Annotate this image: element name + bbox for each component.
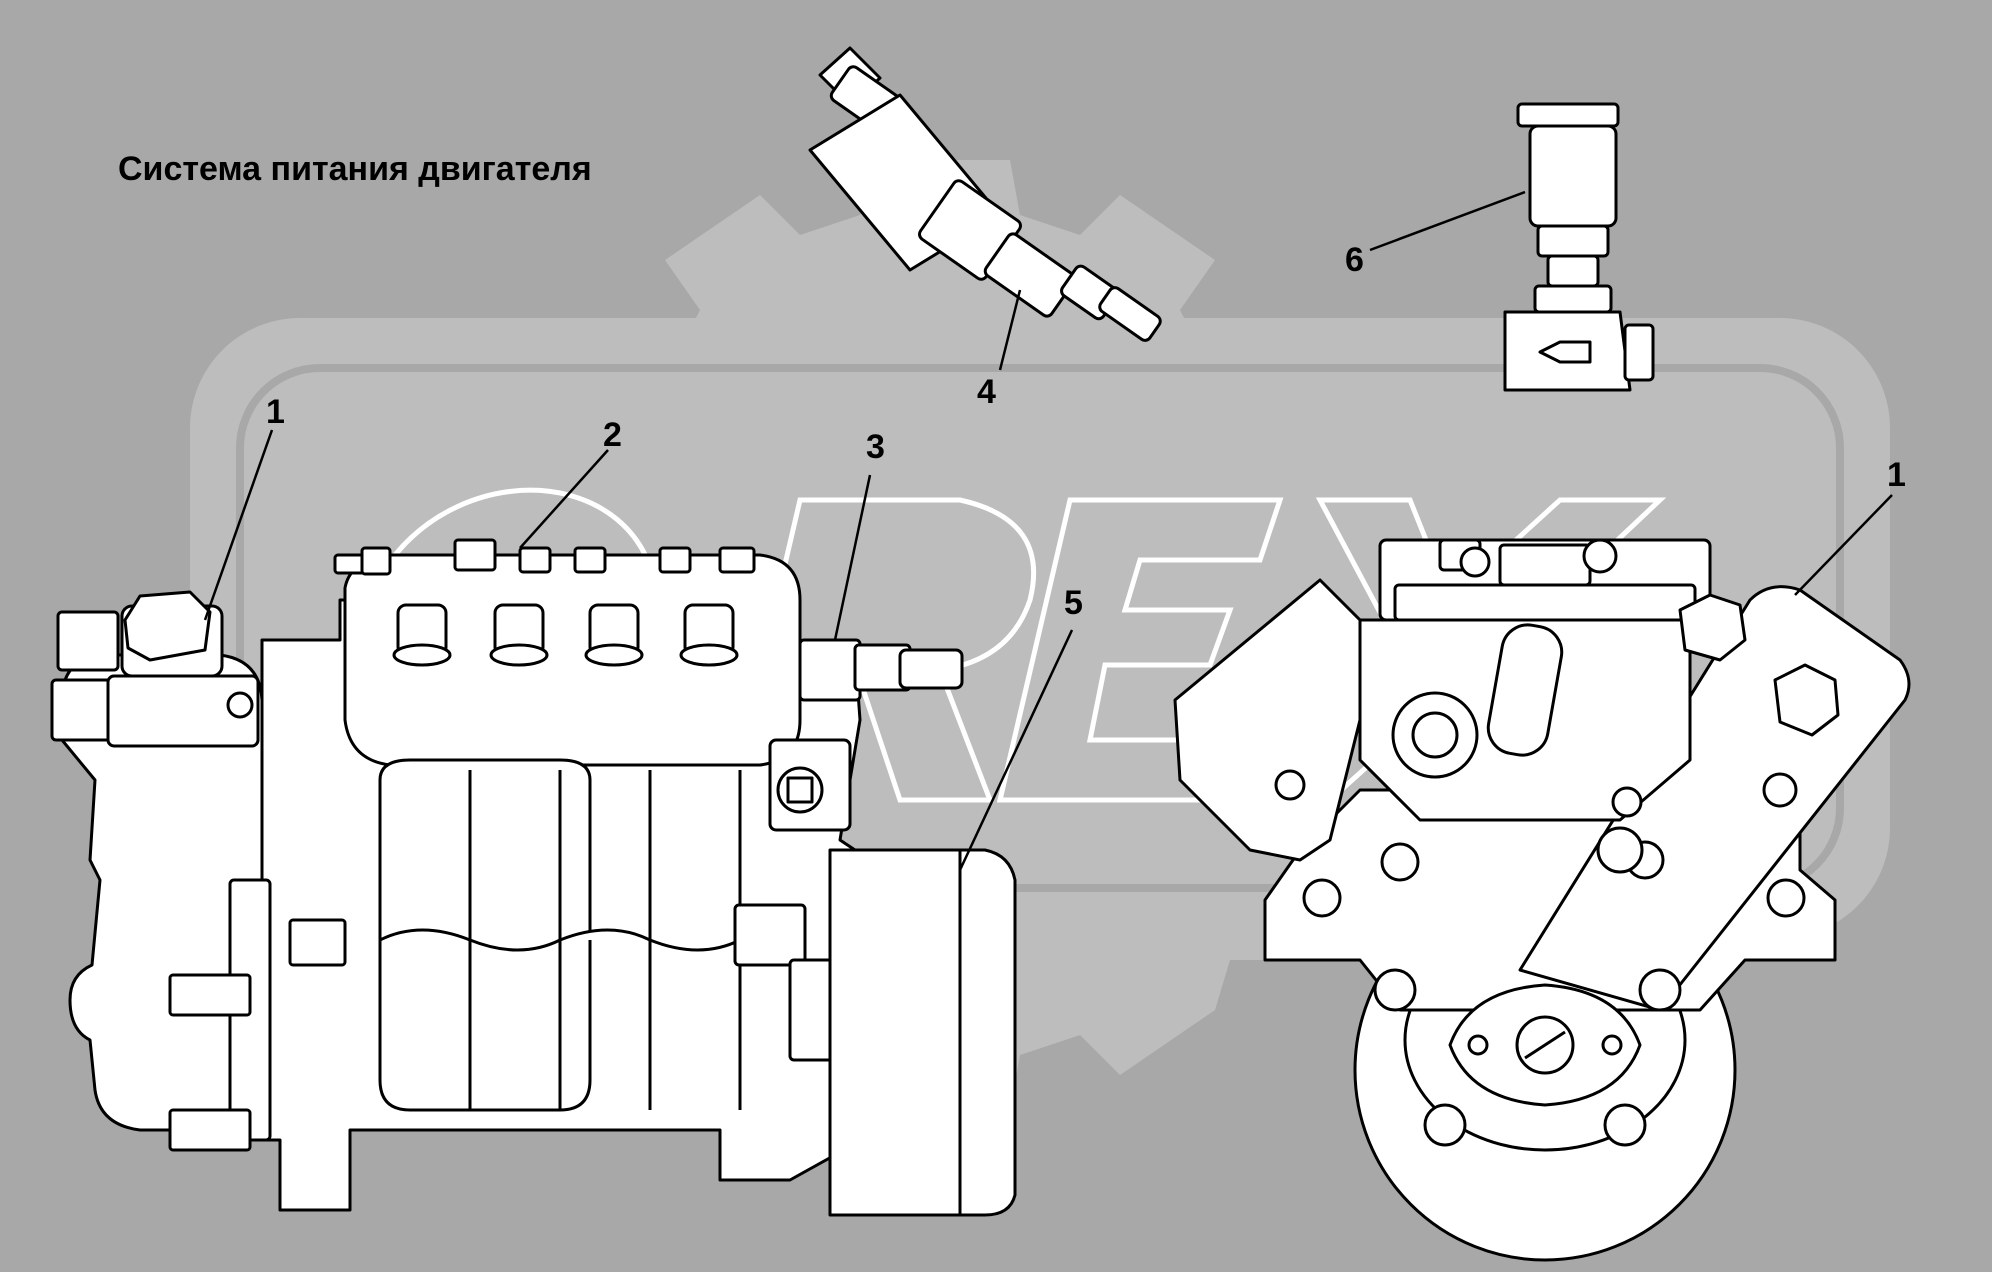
leader-6 [1369, 190, 1526, 252]
leader-3 [833, 474, 872, 641]
leader-5 [958, 629, 1074, 871]
drive-coupling [828, 848, 1017, 1217]
callout-4: 4 [977, 373, 996, 411]
callout-6: 6 [1345, 241, 1364, 279]
pump-left-bank [1173, 578, 1382, 862]
fuel-pump-side-view [50, 538, 1017, 1217]
callout-5: 5 [1064, 584, 1083, 622]
pump-rear-fitting [56, 610, 120, 672]
leader-1-left [203, 429, 274, 621]
fuel-pump-end-view [1173, 538, 1911, 1262]
leader-2 [519, 449, 609, 549]
pump-inlet-nozzle [898, 648, 964, 690]
pump-cam-housing [378, 758, 742, 1112]
callout-1-right: 1 [1887, 456, 1906, 494]
plunger-caps [392, 603, 739, 667]
valve-cap [1528, 124, 1618, 228]
pump-hex-cap [123, 590, 212, 662]
callout-1-left: 1 [266, 393, 285, 431]
leader-4 [998, 289, 1022, 371]
delivery-valve-fittings [333, 538, 756, 576]
pump-end-bolts [1274, 769, 1806, 1147]
pump-filter-cylinder [1486, 623, 1564, 757]
fuel-injector [808, 46, 1162, 342]
leader-1-right [1794, 494, 1893, 596]
leader-lines [203, 190, 1893, 871]
fuel-valve [1503, 102, 1655, 392]
injector-tip [1098, 286, 1162, 342]
diagram-title: Система питания двигателя [118, 150, 592, 188]
pump-right-hex-1 [1678, 593, 1747, 662]
callout-3: 3 [866, 428, 885, 466]
callout-2: 2 [603, 416, 622, 454]
